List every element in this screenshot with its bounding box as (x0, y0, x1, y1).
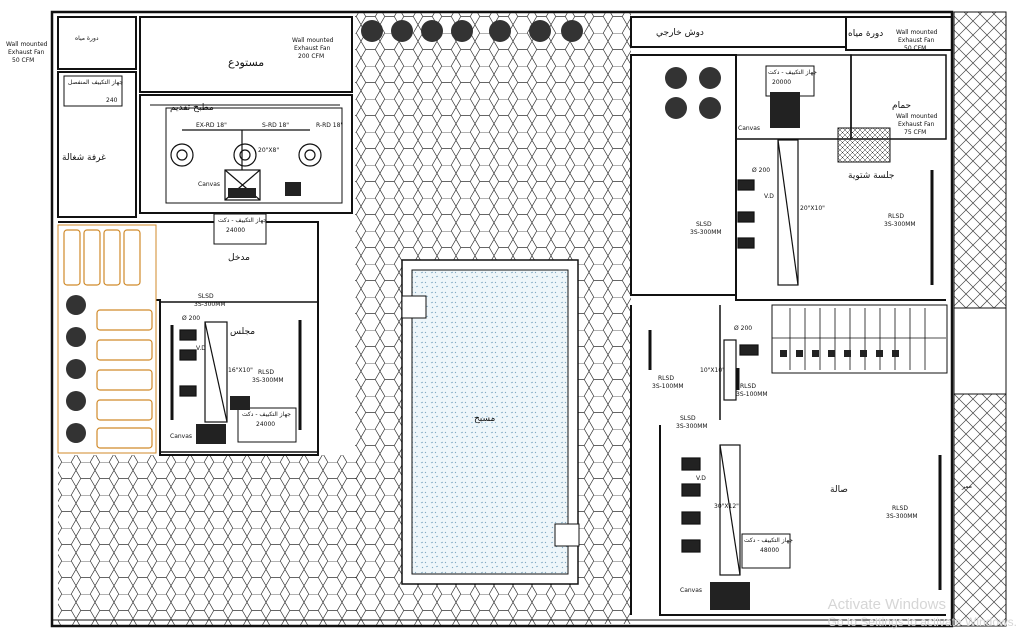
rw-dia: Ø 200 (752, 167, 770, 174)
rw-vd: V.D (764, 193, 774, 200)
fan2-line1: Wall mounted (292, 37, 334, 44)
fan1-line3: 50 CFM (12, 57, 34, 64)
kitchen-labels: EX-RD 18" S-RD 18" R-RD 18" 20"X8" Canva… (196, 122, 343, 188)
rw-canvas: Canvas (738, 125, 760, 132)
kitchen-canvas: Canvas (198, 181, 220, 188)
hall-rlsd3: RLSD (892, 505, 908, 512)
hall-rlsd2: RLSD (740, 383, 756, 390)
fan2-line3: 200 CFM (298, 53, 324, 60)
fan2-line2: Exhaust Fan (294, 45, 331, 52)
majlis-vd: V.D (196, 345, 206, 352)
label-entrance: مدخل (228, 253, 250, 263)
ac2-name: جهاز التكييف - دكت (218, 217, 267, 224)
kitchen-duct: 20"X8" (258, 147, 279, 154)
hall-duct-v: 10"X10" (700, 367, 725, 374)
pool (401, 259, 580, 585)
ac1-cap: 240 (106, 97, 118, 104)
kitchen-r-rd: R-RD 18" (316, 122, 343, 129)
label-outdoor-shower: دوش خارجي (656, 28, 704, 38)
outer-walls (50, 10, 954, 628)
fan4-line3: 75 CFM (904, 129, 926, 136)
rw-duct: 20"X10" (800, 205, 825, 212)
fan3-line1: Wall mounted (896, 29, 938, 36)
majlis-labels: SLSD 3S-300MM Ø 200 V.D 16"X10" RLSD 3S-… (170, 293, 284, 440)
hall-vd: V.D (696, 475, 706, 482)
kitchen-ex-rd: EX-RD 18" (196, 122, 227, 129)
stairs (772, 308, 946, 370)
kitchen-equipment (170, 129, 322, 201)
kitchen-s-rd: S-RD 18" (262, 122, 289, 129)
room-labels: دورة مياه مستودع مطبخ تقديم غرفة شغالة م… (62, 28, 972, 495)
fan4-line2: Exhaust Fan (898, 121, 935, 128)
ac3-cap: 24000 (256, 421, 275, 428)
ac-labels: جهاز التكييف المنفصل 240 جهاز التكييف - … (68, 69, 817, 554)
right-wing-labels: SLSD 3S-300MM Ø 200 V.D 20"X10" RLSD 3S-… (690, 125, 916, 236)
fan-labels: Wall mounted Exhaust Fan 50 CFM Wall mou… (6, 29, 938, 136)
hall-slsd-spec: 3S-300MM (676, 423, 708, 430)
majlis-rlsd-spec: 3S-300MM (252, 377, 284, 384)
label-hall: صالة (830, 485, 848, 495)
fan1-line2: Exhaust Fan (8, 49, 45, 56)
label-maid-wc: دورة مياه (75, 35, 99, 42)
majlis-duct: 16"X10" (228, 367, 253, 374)
watermark-line2: Go to Settings to activate Windows. (827, 615, 1017, 629)
fan1-line1: Wall mounted (6, 41, 48, 48)
bath-grill (837, 127, 891, 163)
label-majlis: مجلس (230, 327, 255, 337)
majlis-slsd: SLSD (198, 293, 214, 300)
right-planters (665, 67, 721, 119)
right-ducts (648, 139, 942, 590)
hall-rlsd2-spec: 3S-100MM (736, 391, 768, 398)
hall-slsd: SLSD (680, 415, 696, 422)
ac1-name: جهاز التكييف المنفصل (68, 79, 123, 86)
label-side-strip: ممر (961, 483, 972, 490)
ac4-cap: 20000 (772, 79, 791, 86)
majlis-canvas: Canvas (170, 433, 192, 440)
ac4-name: جهاز التكييف - دكت (768, 69, 817, 76)
fan4-line1: Wall mounted (896, 113, 938, 120)
hall-dia: Ø 200 (734, 325, 752, 332)
hall-labels: Ø 200 RLSD 3S-100MM RLSD 3S-100MM 10"X10… (652, 325, 918, 594)
rw-slsd: SLSD (696, 221, 712, 228)
label-serving-kitchen: مطبخ تقديم (170, 103, 214, 113)
majlis-dia: Ø 200 (182, 315, 200, 322)
rw-rlsd: RLSD (888, 213, 904, 220)
label-wc-right: دورة مياه (848, 29, 883, 39)
activation-watermark: Activate Windows Go to Settings to activ… (828, 596, 1017, 630)
majlis-rlsd: RLSD (258, 369, 274, 376)
hall-duct-main: 30"X12" (714, 503, 739, 510)
fan3-line2: Exhaust Fan (898, 37, 935, 44)
right-wing-walls (630, 16, 953, 616)
label-bathroom: حمام (892, 101, 911, 111)
majlis-slsd-spec: 3S-300MM (194, 301, 226, 308)
rw-slsd-spec: 3S-300MM (690, 229, 722, 236)
majlis-ducts (170, 320, 302, 430)
hall-rlsd3-spec: 3S-300MM (886, 513, 918, 520)
stair-markers (780, 350, 899, 357)
watermark-line1: Activate Windows (827, 596, 946, 614)
fan3-line3: 50 CFM (904, 45, 926, 52)
side-strip (953, 11, 1007, 627)
ac5-name: جهاز التكييف - دكت (744, 537, 793, 544)
plants-top (361, 20, 583, 42)
hall-rlsd1: RLSD (658, 375, 674, 382)
ac-units (63, 65, 815, 610)
ac2-cap: 24000 (226, 227, 245, 234)
label-maid-room: غرفة شغالة (62, 153, 106, 163)
rw-rlsd-spec: 3S-300MM (884, 221, 916, 228)
hall-rlsd1-spec: 3S-100MM (652, 383, 684, 390)
left-garden (57, 224, 157, 454)
label-storage: مستودع (228, 56, 264, 69)
label-pool: مسبح (474, 414, 496, 424)
label-winter-sitting: جلسة شتوية (848, 171, 895, 181)
ac3-name: جهاز التكييف - دكت (242, 411, 291, 418)
ac5-cap: 48000 (760, 547, 779, 554)
hall-canvas: Canvas (680, 587, 702, 594)
